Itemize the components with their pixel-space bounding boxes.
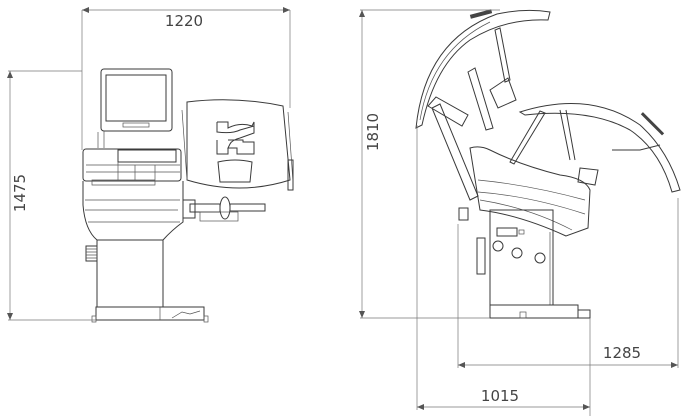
dimension-1015: 1015 (416, 125, 591, 416)
depth-label: 1015 (481, 387, 519, 405)
height-label: 1475 (11, 174, 29, 212)
accessory-tray (82, 148, 182, 182)
dimension-1220: 1220 (81, 7, 291, 150)
dimension-1475: 1475 (7, 70, 96, 321)
balancer-shaft (229, 203, 266, 212)
wheel-guard (186, 99, 291, 189)
monitor (100, 68, 173, 132)
control-panel (496, 227, 518, 237)
air-regulator (476, 237, 486, 275)
side-height-label: 1810 (364, 113, 382, 151)
side-monitor (467, 67, 494, 131)
upper-hood (415, 9, 551, 129)
side-base (489, 304, 579, 319)
base-plate (95, 306, 205, 321)
front-view-machine (82, 68, 294, 323)
cabinet-body (82, 181, 184, 241)
open-depth-label: 1285 (603, 344, 641, 362)
monitor-screen (105, 74, 167, 122)
pedal (577, 309, 591, 319)
width-label: 1220 (165, 12, 203, 30)
handle (217, 159, 253, 183)
dimension-1810: 1810 (359, 9, 500, 319)
side-body (469, 146, 591, 237)
column (96, 239, 164, 308)
brand-logo (217, 121, 255, 155)
side-column (489, 209, 554, 306)
lower-hood (518, 103, 681, 193)
side-view-machine (415, 9, 681, 319)
knob (85, 245, 98, 262)
dimension-1285: 1285 (457, 198, 679, 368)
